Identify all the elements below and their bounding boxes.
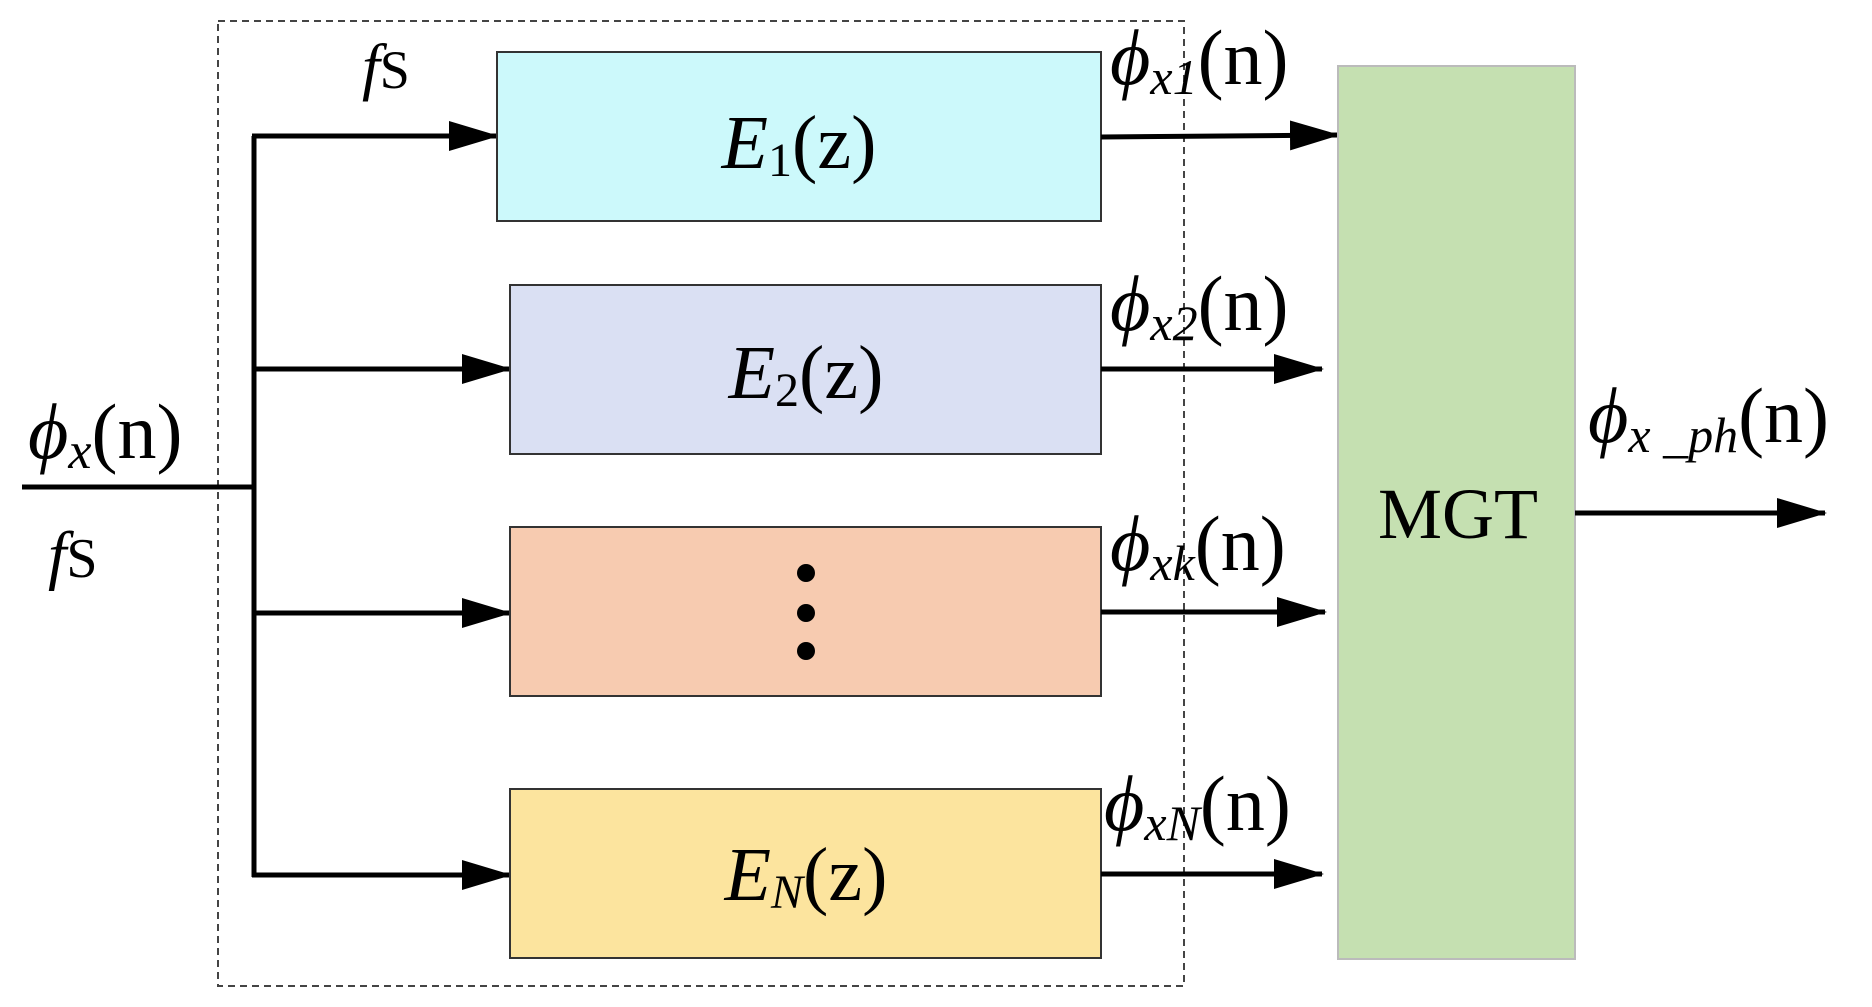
output-arrow-1 [1100,120,1340,151]
input-sub: x [67,423,91,480]
ellipsis-dot-1 [797,564,815,582]
filter-block-e1: E1(z) [496,51,1102,222]
input-arg: (n) [91,388,182,475]
mgt-block: MGT [1337,65,1576,960]
input-phi: ϕ [28,388,68,475]
svg-text:E1(z): E1(z) [721,101,877,187]
mgt-label: MGT [1378,474,1538,554]
input-signal-label: ϕx(n) [28,388,182,480]
svg-text:E2(z): E2(z) [728,331,884,417]
filter-bank-dashed-box [217,20,1185,987]
ellipsis-dot-3 [797,642,815,660]
ellipsis-dot-2 [797,604,815,622]
filter-block-ellipsis [509,526,1102,697]
top-rate-s: S [380,40,410,100]
output-label-x1: ϕx1(n) [1110,14,1289,105]
input-sampling-rate-label: fS [48,519,98,592]
output-label-xn: ϕxN(n) [1104,760,1291,851]
input-rate-s: S [66,528,97,590]
svg-text:EN(z): EN(z) [724,833,888,919]
output-label-xk: ϕxk(n) [1110,500,1286,591]
filter-block-en: EN(z) [509,788,1102,959]
top-sampling-rate-label: fS [362,31,410,102]
output-label-x2: ϕx2(n) [1110,260,1289,351]
filter-block-e2: E2(z) [509,284,1102,455]
final-output-label: ϕx _ph(n) [1588,372,1829,463]
